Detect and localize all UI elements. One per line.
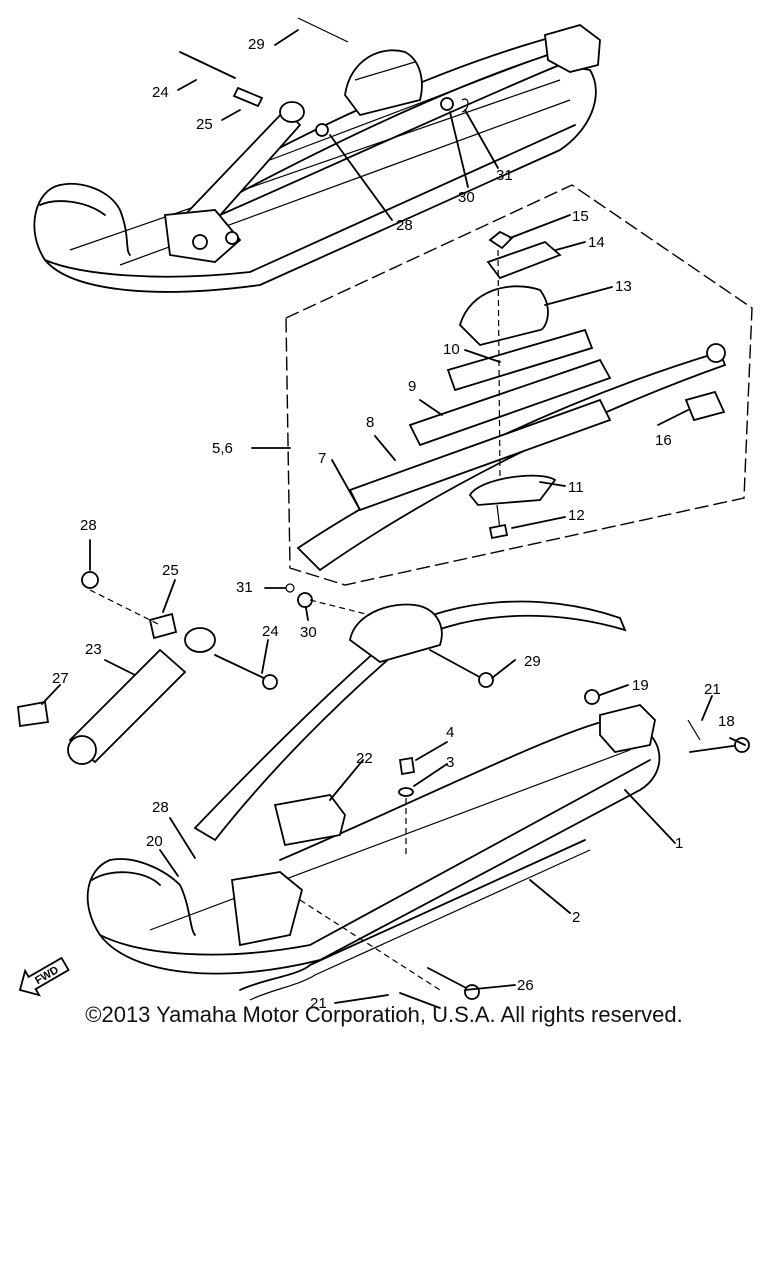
label-29-mid: 29 [524,653,541,670]
label-27: 27 [52,670,69,687]
ski-assembly-diagram: FWD [17,17,753,1010]
label-18: 18 [718,713,735,730]
label-28-bottom: 28 [152,799,169,816]
part-labels: 29 24 25 28 30 31 15 14 13 10 9 8 5,6 7 … [52,36,735,1010]
label-24-top: 24 [152,84,169,101]
exploded-ski-bottom [17,571,750,1009]
fwd-label: FWD [33,964,61,987]
label-30-mid: 30 [300,624,317,641]
label-21-bottom: 21 [310,995,327,1010]
label-2: 2 [572,909,580,926]
label-10: 10 [443,341,460,358]
label-5-6: 5,6 [212,440,233,457]
label-25-mid: 25 [162,562,179,579]
label-19: 19 [632,677,649,694]
label-15: 15 [572,208,589,225]
label-16: 16 [655,432,672,449]
label-11: 11 [568,479,584,496]
label-31-top: 31 [496,167,513,184]
leaf-spring-group [285,184,753,586]
label-29-top: 29 [248,36,265,53]
label-30-top: 30 [458,189,475,206]
label-7: 7 [318,450,326,467]
label-1: 1 [675,835,683,852]
label-8: 8 [366,414,374,431]
label-14: 14 [588,234,605,251]
label-31-mid: 31 [236,579,253,596]
label-9: 9 [408,378,416,395]
label-24-mid: 24 [262,623,279,640]
label-28-top: 28 [396,217,413,234]
assembled-ski-top [33,17,601,293]
label-12: 12 [568,507,585,524]
label-25-top: 25 [196,116,213,133]
copyright-notice: ©2013 Yamaha Motor Corporation, U.S.A. A… [85,1002,683,1027]
label-22: 22 [356,750,373,767]
leader-lines [41,29,746,1010]
label-21-right: 21 [704,681,721,698]
label-23: 23 [85,641,102,658]
label-26: 26 [517,977,534,994]
label-13: 13 [615,278,632,295]
fwd-arrow-badge: FWD [18,956,70,997]
label-3: 3 [446,754,454,771]
label-28-mid: 28 [80,517,97,534]
label-20: 20 [146,833,163,850]
label-4: 4 [446,724,454,741]
